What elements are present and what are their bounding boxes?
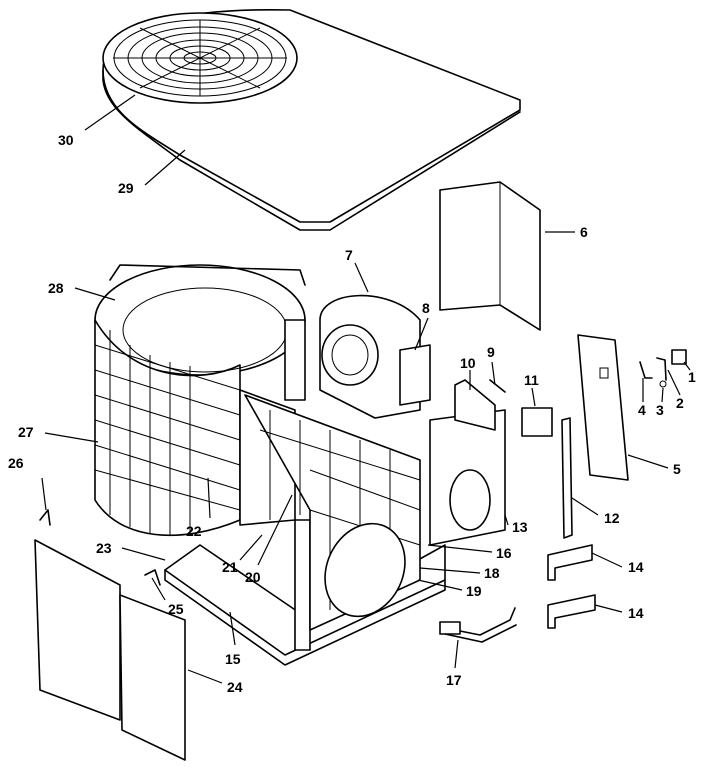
callout-4: 4 (638, 402, 646, 418)
small-parts (489, 349, 687, 437)
callout-25: 25 (168, 601, 184, 617)
callout-12: 12 (604, 510, 620, 526)
callout-8: 8 (422, 300, 430, 316)
louver-panels (34, 509, 186, 761)
condenser-coil (94, 264, 306, 537)
fan-guard (102, 12, 298, 104)
callout-24: 24 (227, 679, 243, 695)
callout-14b: 14 (628, 605, 644, 621)
brackets (547, 544, 596, 629)
callout-3: 3 (656, 402, 664, 418)
callout-28: 28 (48, 280, 64, 296)
callout-2: 2 (676, 395, 684, 411)
blower-assembly (319, 294, 431, 419)
callout-27: 27 (18, 424, 34, 440)
callout-1: 1 (688, 369, 696, 385)
callout-26: 26 (8, 455, 24, 471)
callout-11: 11 (524, 372, 539, 388)
corner-post (561, 417, 573, 539)
callout-labels: 30 29 6 7 8 9 10 11 4 3 2 1 5 12 13 14 1… (8, 94, 696, 695)
callout-10: 10 (460, 355, 476, 371)
callout-17: 17 (446, 672, 462, 688)
callout-22: 22 (186, 523, 202, 539)
callout-30: 30 (58, 132, 74, 148)
callout-16: 16 (496, 545, 512, 561)
control-box (429, 379, 506, 546)
callout-5: 5 (673, 461, 681, 477)
callout-13: 13 (512, 519, 528, 535)
callout-9: 9 (487, 344, 495, 360)
callout-7: 7 (345, 247, 353, 263)
callout-19: 19 (466, 583, 482, 599)
callout-6: 6 (580, 224, 588, 240)
callout-29: 29 (118, 180, 134, 196)
callout-20: 20 (245, 569, 261, 585)
callout-21: 21 (222, 559, 238, 575)
side-panel (439, 181, 541, 331)
callout-14a: 14 (628, 559, 644, 575)
evaporator-coil (244, 394, 421, 631)
callout-15: 15 (225, 651, 241, 667)
access-panel (577, 334, 629, 481)
callout-23: 23 (96, 540, 112, 556)
refrigerant-tube (439, 607, 517, 643)
callout-18: 18 (484, 565, 500, 581)
